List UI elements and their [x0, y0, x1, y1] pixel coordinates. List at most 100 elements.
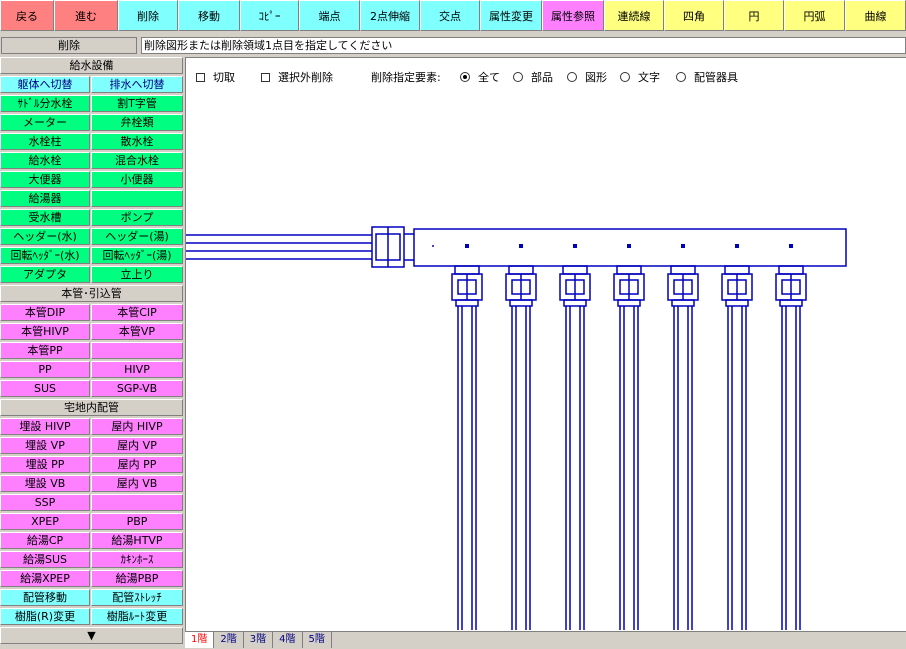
- water-part-7-1[interactable]: ヘッダー(湯): [91, 228, 183, 245]
- site-pipe-3-1[interactable]: 屋内 VB: [91, 475, 183, 492]
- toolbar-button-8[interactable]: 属性変更: [480, 0, 542, 31]
- water-part-6-1[interactable]: ポンプ: [91, 209, 183, 226]
- section-site-piping: 宅地内配管: [0, 399, 183, 416]
- outlet-collar: [455, 299, 479, 307]
- site-pipe-0-1[interactable]: 屋内 HIVP: [91, 418, 183, 435]
- main-pipe-0-0[interactable]: 本管DIP: [0, 304, 90, 321]
- pipe-tool-1-1[interactable]: 樹脂ﾙｰﾄ変更: [91, 608, 183, 625]
- radio-option-2[interactable]: 図形: [567, 69, 607, 85]
- floor-tab-2[interactable]: 2階: [214, 632, 244, 648]
- site-pipe-1-1[interactable]: 屋内 VP: [91, 437, 183, 454]
- site-pipe-6-0[interactable]: 給湯CP: [0, 532, 90, 549]
- outlet-dot: [735, 244, 739, 248]
- site-pipe-2-1[interactable]: 屋内 PP: [91, 456, 183, 473]
- site-pipe-1-0[interactable]: 埋設 VP: [0, 437, 90, 454]
- water-part-2-0[interactable]: 水栓柱: [0, 133, 90, 150]
- water-part-3-0[interactable]: 給水栓: [0, 152, 90, 169]
- water-part-0-0[interactable]: ｻﾄﾞﾙ分水栓: [0, 95, 90, 112]
- checkbox-box: [261, 72, 270, 82]
- toolbar-button-4[interactable]: ｺﾋﾟｰ: [240, 0, 299, 31]
- pipe-tool-1-0[interactable]: 樹脂(R)変更: [0, 608, 90, 625]
- toolbar-button-0[interactable]: 戻る: [0, 0, 54, 31]
- switch-to-drain-button[interactable]: 排水へ切替: [91, 76, 183, 93]
- radio-label: 文字: [638, 71, 660, 84]
- water-part-9-1[interactable]: 立上り: [91, 266, 183, 283]
- main-pipe-2-1: [91, 342, 183, 359]
- main-pipe-0-1[interactable]: 本管CIP: [91, 304, 183, 321]
- pipe-tool-0-1[interactable]: 配管ｽﾄﾚｯﾁ: [91, 589, 183, 606]
- section-main-pipe: 本管･引込管: [0, 285, 183, 302]
- toolbar-button-6[interactable]: 2点伸縮: [360, 0, 420, 31]
- water-part-2-1[interactable]: 散水栓: [91, 133, 183, 150]
- main-pipe-3-0[interactable]: PP: [0, 361, 90, 378]
- radio-circle: [460, 72, 470, 82]
- water-part-5-0[interactable]: 給湯器: [0, 190, 90, 207]
- site-pipe-2-0[interactable]: 埋設 PP: [0, 456, 90, 473]
- toolbar-button-10[interactable]: 連続線: [604, 0, 664, 31]
- main-pipe-4-0[interactable]: SUS: [0, 380, 90, 397]
- water-part-8-1[interactable]: 回転ﾍｯﾀﾞｰ(湯): [91, 247, 183, 264]
- floor-tab-1[interactable]: 1階: [185, 632, 215, 648]
- site-pipe-3-0[interactable]: 埋設 VB: [0, 475, 90, 492]
- header-manifold-drawing[interactable]: [186, 58, 905, 630]
- toolbar-button-3[interactable]: 移動: [178, 0, 240, 31]
- outlet-nut: [616, 265, 642, 275]
- radio-option-0[interactable]: 全て: [460, 69, 500, 85]
- water-part-7-0[interactable]: ヘッダー(水): [0, 228, 90, 245]
- radio-option-4[interactable]: 配管器具: [676, 69, 738, 85]
- water-part-4-0[interactable]: 大便器: [0, 171, 90, 188]
- toolbar-button-11[interactable]: 四角: [664, 0, 724, 31]
- outlet-dot: [573, 244, 577, 248]
- water-part-1-1[interactable]: 弁栓類: [91, 114, 183, 131]
- outlet-nut: [508, 265, 534, 275]
- toolbar-button-5[interactable]: 端点: [299, 0, 360, 31]
- toolbar-button-2[interactable]: 削除: [118, 0, 178, 31]
- toolbar-button-7[interactable]: 交点: [420, 0, 480, 31]
- toolbar-button-12[interactable]: 円: [724, 0, 784, 31]
- sentakugai-checkbox[interactable]: 選択外削除: [261, 69, 333, 85]
- floor-tab-5[interactable]: 5階: [303, 632, 332, 648]
- main-pipe-3-1[interactable]: HIVP: [91, 361, 183, 378]
- radio-circle: [676, 72, 686, 82]
- site-pipe-8-0[interactable]: 給湯XPEP: [0, 570, 90, 587]
- main-pipe-1-1[interactable]: 本管VP: [91, 323, 183, 340]
- floor-tab-4[interactable]: 4階: [273, 632, 303, 648]
- toolbar-button-1[interactable]: 進む: [54, 0, 118, 31]
- water-part-4-1[interactable]: 小便器: [91, 171, 183, 188]
- toolbar-button-9[interactable]: 属性参照: [542, 0, 604, 31]
- site-pipe-6-1[interactable]: 給湯HTVP: [91, 532, 183, 549]
- water-part-9-0[interactable]: アダプタ: [0, 266, 90, 283]
- kiritori-checkbox[interactable]: 切取: [196, 69, 235, 85]
- water-part-8-0[interactable]: 回転ﾍｯﾀﾞｰ(水): [0, 247, 90, 264]
- outlet-collar: [725, 299, 749, 307]
- site-pipe-0-0[interactable]: 埋設 HIVP: [0, 418, 90, 435]
- pipe-tool-0-0[interactable]: 配管移動: [0, 589, 90, 606]
- radio-label: 全て: [478, 71, 500, 84]
- radio-option-1[interactable]: 部品: [513, 69, 553, 85]
- main-pipe-1-0[interactable]: 本管HIVP: [0, 323, 90, 340]
- kiritori-label: 切取: [213, 71, 235, 84]
- site-pipe-5-1[interactable]: PBP: [91, 513, 183, 530]
- main-pipe-2-0[interactable]: 本管PP: [0, 342, 90, 359]
- outlet-collar: [509, 299, 533, 307]
- toolbar-button-14[interactable]: 曲線: [845, 0, 906, 31]
- water-part-1-0[interactable]: メーター: [0, 114, 90, 131]
- floor-tab-3[interactable]: 3階: [244, 632, 274, 648]
- drawing-canvas[interactable]: 切取 選択外削除 削除指定要素: 全て部品図形文字配管器具: [185, 57, 906, 631]
- site-pipe-4-0[interactable]: SSP: [0, 494, 90, 511]
- site-pipe-5-0[interactable]: XPEP: [0, 513, 90, 530]
- site-pipe-8-1[interactable]: 給湯PBP: [91, 570, 183, 587]
- main-pipe-4-1[interactable]: SGP-VB: [91, 380, 183, 397]
- water-part-0-1[interactable]: 割T字管: [91, 95, 183, 112]
- radio-option-3[interactable]: 文字: [620, 69, 660, 85]
- sidebar-scroll-down-icon[interactable]: ▼: [0, 627, 183, 644]
- water-part-6-0[interactable]: 受水槽: [0, 209, 90, 226]
- switch-to-structure-button[interactable]: 躯体へ切替: [0, 76, 90, 93]
- outlet-dot: [465, 244, 469, 248]
- site-pipe-7-1[interactable]: ｶｷﾝﾎｰｽ: [91, 551, 183, 568]
- toolbar-button-13[interactable]: 円弧: [784, 0, 845, 31]
- site-pipe-7-0[interactable]: 給湯SUS: [0, 551, 90, 568]
- water-part-3-1[interactable]: 混合水栓: [91, 152, 183, 169]
